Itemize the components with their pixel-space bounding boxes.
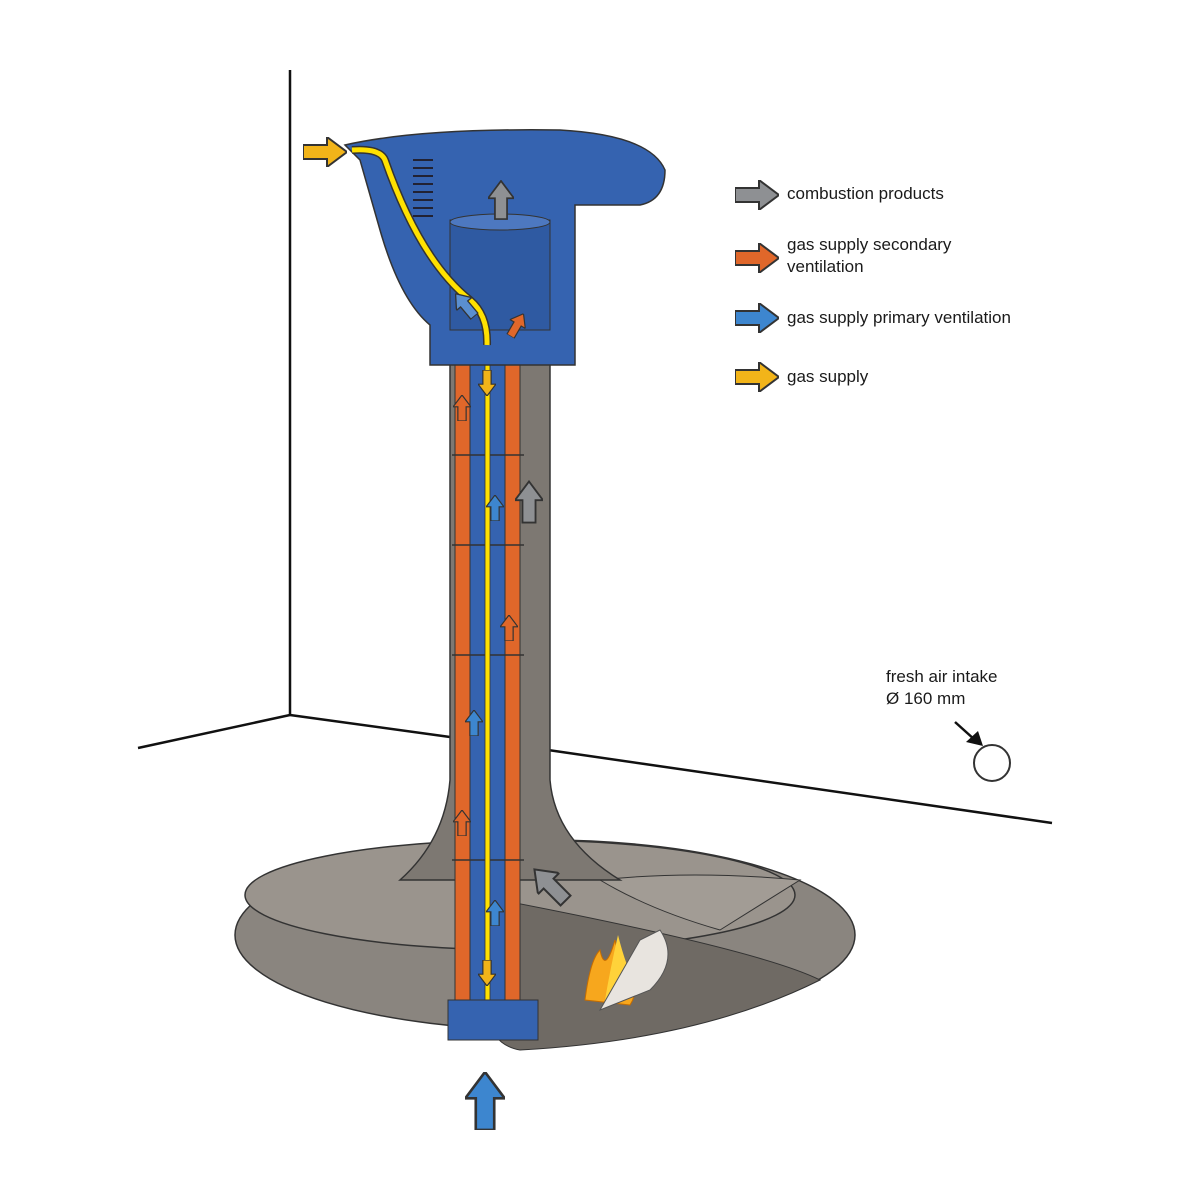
legend-primary-ventilation: gas supply primary ventilation	[787, 308, 1011, 327]
legend-secondary-ventilation-line2: ventilation	[787, 257, 864, 276]
legend-gas-supply: gas supply	[787, 367, 869, 386]
legend-arrow-yellow-icon	[735, 362, 779, 392]
fresh-air-intake	[954, 721, 1011, 782]
fresh-air-arrow	[465, 1072, 505, 1130]
room-walls	[137, 70, 1053, 825]
fresh-air-label: fresh air intake	[886, 667, 998, 686]
fresh-air-diameter: Ø 160 mm	[886, 689, 966, 708]
legend-combustion-products: combustion products	[787, 184, 944, 203]
legend-arrow-gray-icon	[735, 180, 779, 210]
legend-icons	[735, 180, 779, 392]
legend-secondary-ventilation-line1: gas supply secondary	[787, 235, 952, 254]
legend-arrow-orange-icon	[735, 243, 779, 273]
gas-inlet-arrow	[303, 137, 347, 167]
flames	[584, 929, 669, 1011]
ceiling-hood	[343, 129, 666, 366]
legend-arrow-blue-icon	[735, 303, 779, 333]
